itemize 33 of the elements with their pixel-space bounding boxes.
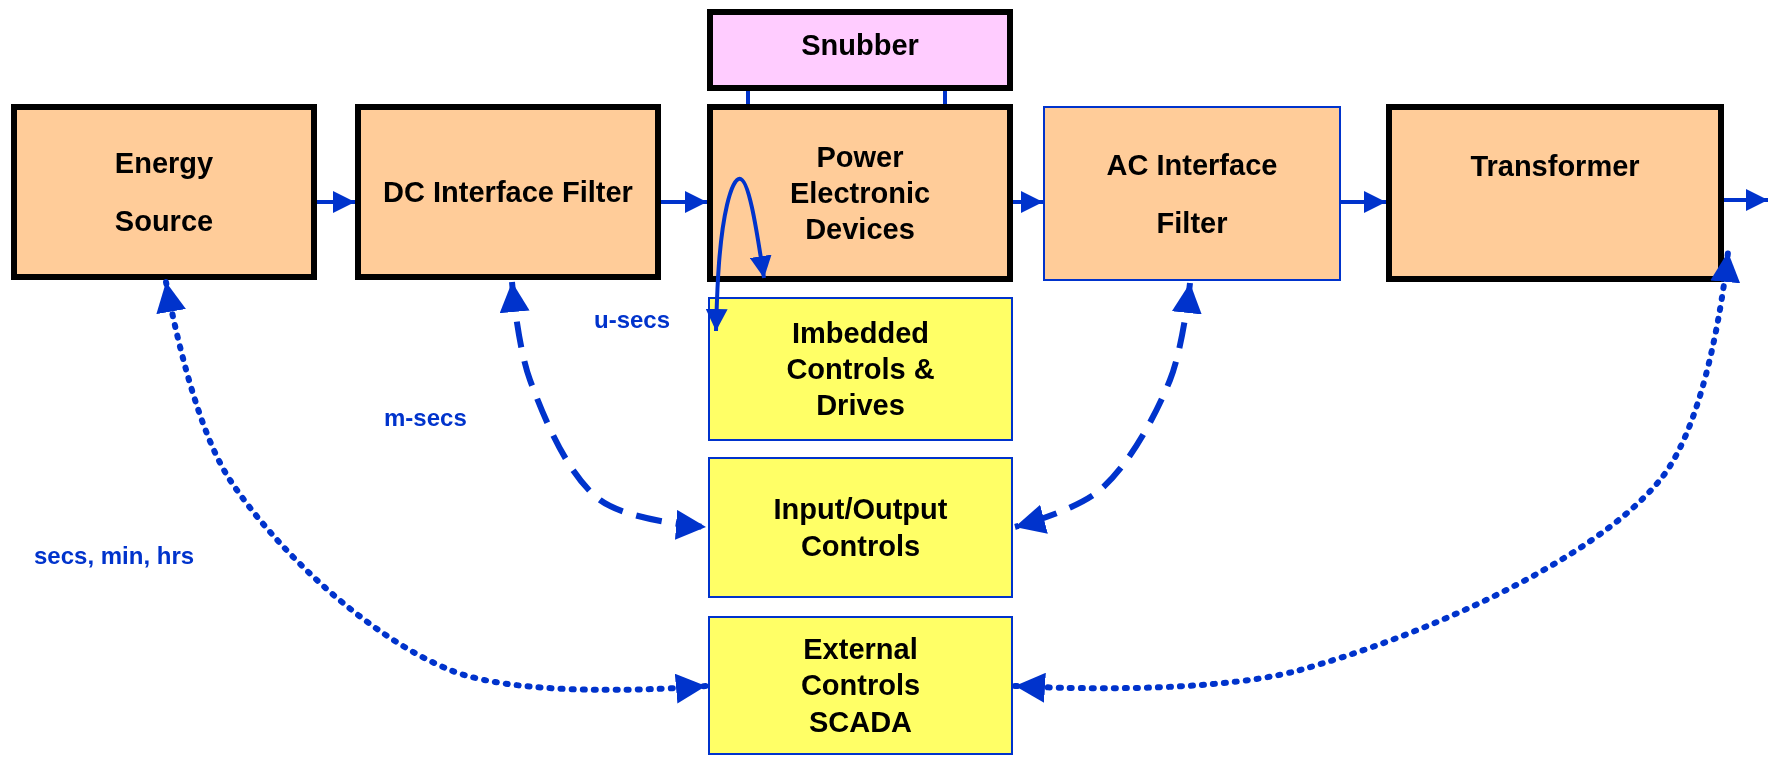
node-label: DC Interface Filter <box>383 175 633 210</box>
arrow <box>499 281 707 540</box>
node-label: Power Electronic Devices <box>788 139 932 248</box>
connector-line <box>746 91 750 104</box>
node-label: Input/Output Controls <box>772 492 949 564</box>
arrow <box>1012 249 1740 703</box>
filter-box <box>355 104 661 280</box>
arrow <box>1724 189 1768 211</box>
node-label: Energy Source <box>113 146 215 239</box>
control-box <box>708 297 1013 441</box>
node-label: Snubber <box>801 28 919 63</box>
arrow <box>1014 282 1202 534</box>
filter-box <box>1043 106 1341 281</box>
transformer-box <box>1386 104 1724 282</box>
node-label: AC Interface Filter <box>1105 147 1279 241</box>
connector-line <box>943 91 947 104</box>
control-box <box>708 457 1013 598</box>
timescale-label: m-secs <box>384 404 467 432</box>
arrow <box>705 176 772 332</box>
timescale-label: secs, min, hrs <box>34 542 195 570</box>
node-label: Imbedded Controls & Drives <box>785 315 936 424</box>
arrow <box>1013 191 1043 213</box>
arrow <box>156 279 709 704</box>
arrow <box>661 191 707 213</box>
timescale-label: u-secs <box>594 306 671 334</box>
node-label: Transformer <box>1470 149 1640 184</box>
snubber-box <box>707 9 1013 91</box>
energy-source-box <box>11 104 317 280</box>
arrow <box>1341 191 1386 213</box>
arrow <box>317 191 355 213</box>
device-box <box>707 104 1013 282</box>
node-label: External Controls SCADA <box>799 632 922 740</box>
control-box <box>708 616 1013 755</box>
